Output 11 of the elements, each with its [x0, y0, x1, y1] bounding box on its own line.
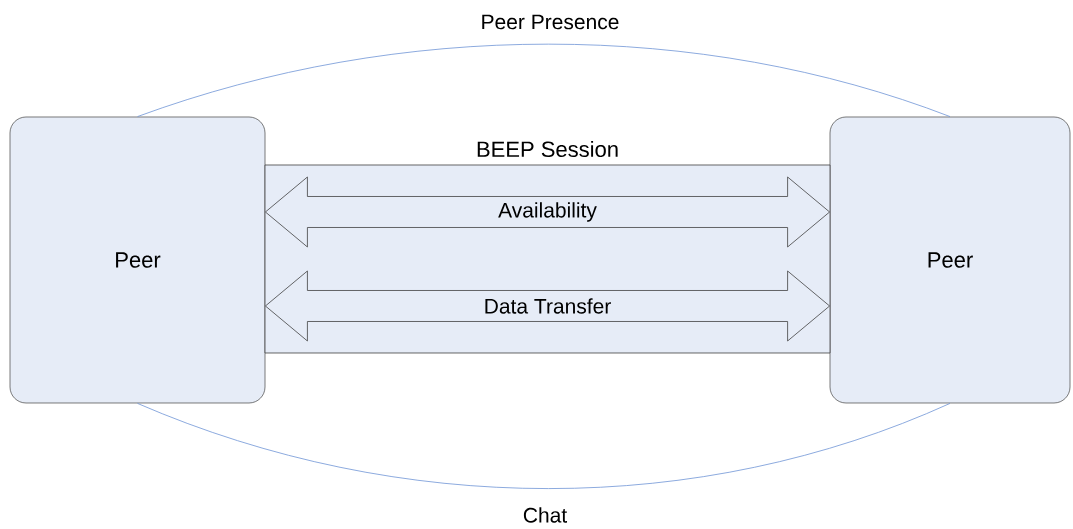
edge-label: Data Transfer [485, 298, 611, 314]
edge-label: Availability [498, 202, 597, 222]
edge-label: Chat [523, 507, 567, 523]
double-block-arrow [265, 176, 830, 248]
peer-box: Peer [9, 116, 266, 404]
node-label: BEEP Session [477, 140, 618, 158]
curved-line [137, 43, 951, 117]
curved-line [137, 403, 951, 489]
double-block-arrow [265, 270, 830, 342]
edge-label: Peer Presence [482, 14, 619, 30]
peer-box: Peer [829, 116, 1071, 404]
